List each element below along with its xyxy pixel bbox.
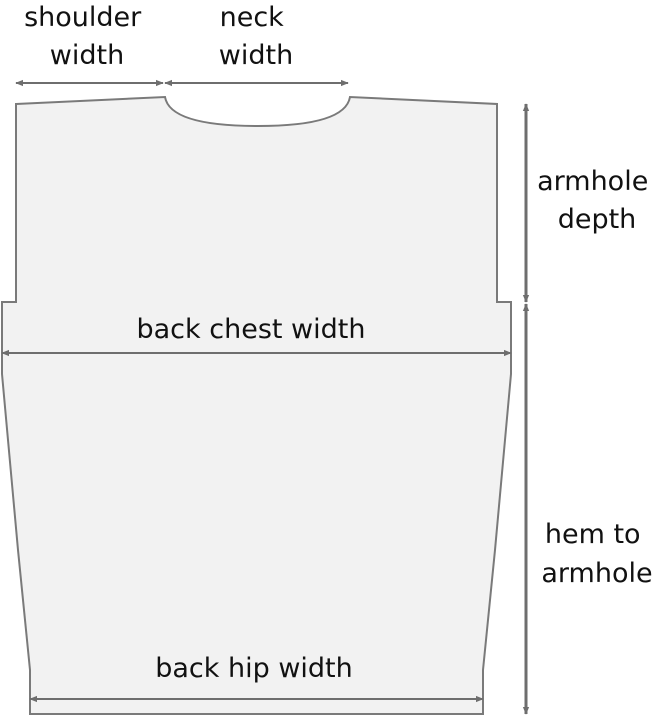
armhole-depth-label-line2: depth <box>558 204 637 235</box>
shoulder-width-label-line1: shoulder <box>24 2 142 33</box>
shoulder-width-label-line2: width <box>50 40 124 71</box>
back-hip-width-label: back hip width <box>155 653 353 684</box>
shoulder-width-label: shoulder width <box>24 2 150 71</box>
armhole-depth-label-line1: armhole <box>537 166 648 197</box>
neck-width-label-line1: neck <box>220 2 285 33</box>
neck-width-label-line2: width <box>219 40 293 71</box>
armhole-depth-label: armhole depth <box>537 166 657 235</box>
hem-to-armhole-label-line1: hem to <box>545 519 641 550</box>
hem-to-armhole-label-line2: armhole <box>541 558 652 589</box>
hem-to-armhole-label: hem to armhole <box>541 519 652 589</box>
neck-width-label: neck width <box>219 2 293 71</box>
back-chest-width-label: back chest width <box>137 314 366 345</box>
back-piece-outline <box>1 95 512 715</box>
